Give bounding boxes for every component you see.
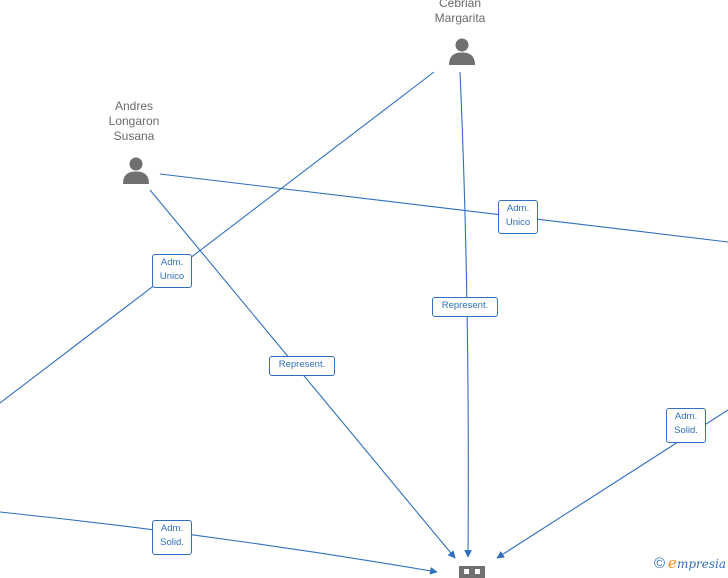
brand-logo: empresia bbox=[668, 554, 726, 572]
edge-label-represent[interactable]: Represent. bbox=[269, 356, 335, 376]
building-icon[interactable] bbox=[459, 566, 485, 578]
node-name-cebrian[interactable]: Cebrian Margarita bbox=[434, 0, 486, 25]
person-icon[interactable] bbox=[121, 155, 151, 185]
edge-andres-adm-unico bbox=[159, 173, 728, 243]
edge-label-represent[interactable]: Represent. bbox=[432, 297, 498, 317]
person-icon[interactable] bbox=[447, 36, 477, 66]
brand-watermark: © empresia bbox=[654, 554, 726, 572]
edge-label-adm-solid[interactable]: Adm. Solid. bbox=[666, 408, 706, 443]
edge-label-adm-unico[interactable]: Adm. Unico bbox=[498, 200, 538, 234]
copyright-symbol: © bbox=[653, 554, 666, 572]
edge-adm-solid-left bbox=[0, 511, 438, 575]
edge-cebrian-adm-unico bbox=[0, 71, 435, 404]
edge-label-adm-unico[interactable]: Adm. Unico bbox=[152, 254, 192, 288]
edge-label-adm-solid[interactable]: Adm. Solid. bbox=[152, 520, 192, 555]
node-name-andres[interactable]: Andres Longaron Susana bbox=[108, 99, 160, 143]
